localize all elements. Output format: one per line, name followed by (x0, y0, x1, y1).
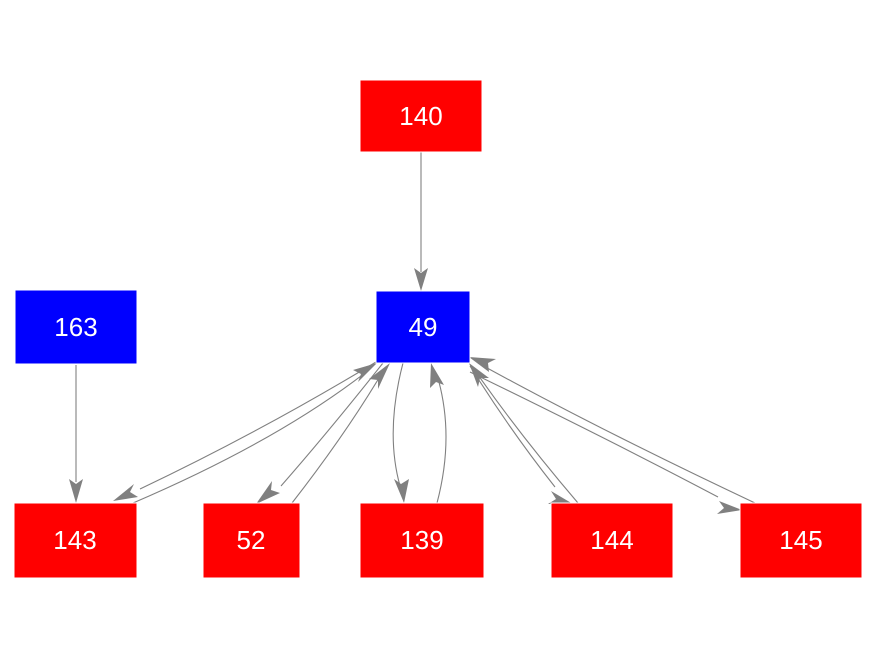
arrowhead-into-145 (717, 501, 742, 514)
edge-49-to-52[interactable] (256, 362, 384, 504)
edge-49-to-144[interactable] (469, 365, 573, 504)
edge-49-to-145[interactable] (469, 371, 742, 514)
node-145-rect[interactable] (739, 502, 863, 579)
edge-layer (69, 152, 756, 514)
node-139-rect[interactable] (359, 502, 485, 579)
edge-140-to-49[interactable] (414, 152, 428, 291)
arrowhead-into-49 (430, 363, 444, 388)
arrowhead-into-139 (394, 479, 409, 503)
edge-52-to-49[interactable] (291, 363, 390, 504)
edge-163-to-143[interactable] (69, 365, 83, 503)
node-layer: 140 163 49 143 52 139 (13, 79, 863, 579)
arrowhead-into-144 (548, 491, 573, 504)
node-52-rect[interactable] (202, 502, 301, 579)
arrowhead-into-143 (69, 479, 83, 503)
arrowhead-into-49 (469, 357, 496, 372)
node-144[interactable]: 144 (550, 502, 674, 579)
edge-139-to-49[interactable] (430, 363, 447, 504)
edge-49-to-139[interactable] (392, 362, 409, 503)
node-52[interactable]: 52 (202, 502, 301, 579)
node-143[interactable]: 143 (13, 502, 138, 579)
node-49[interactable]: 49 (375, 290, 471, 364)
node-163[interactable]: 163 (14, 289, 138, 365)
arrowhead-into-49 (414, 268, 428, 291)
node-145[interactable]: 145 (739, 502, 863, 579)
arrowhead-into-49 (369, 363, 390, 389)
edge-144-to-49[interactable] (469, 363, 579, 504)
node-140-rect[interactable] (359, 79, 483, 153)
arrowhead-into-49 (353, 363, 377, 382)
node-139[interactable]: 139 (359, 502, 485, 579)
node-49-rect[interactable] (375, 290, 471, 364)
node-144-rect[interactable] (550, 502, 674, 579)
node-140[interactable]: 140 (359, 79, 483, 153)
edge-145-to-49[interactable] (469, 357, 756, 504)
arrowhead-into-52 (256, 481, 280, 504)
arrowhead-into-143 (113, 484, 138, 501)
edge-49-to-143[interactable] (113, 361, 377, 501)
edge-143-to-49[interactable] (132, 363, 377, 504)
node-143-rect[interactable] (13, 502, 138, 579)
node-163-rect[interactable] (14, 289, 138, 365)
arrowhead-into-49 (469, 363, 489, 387)
